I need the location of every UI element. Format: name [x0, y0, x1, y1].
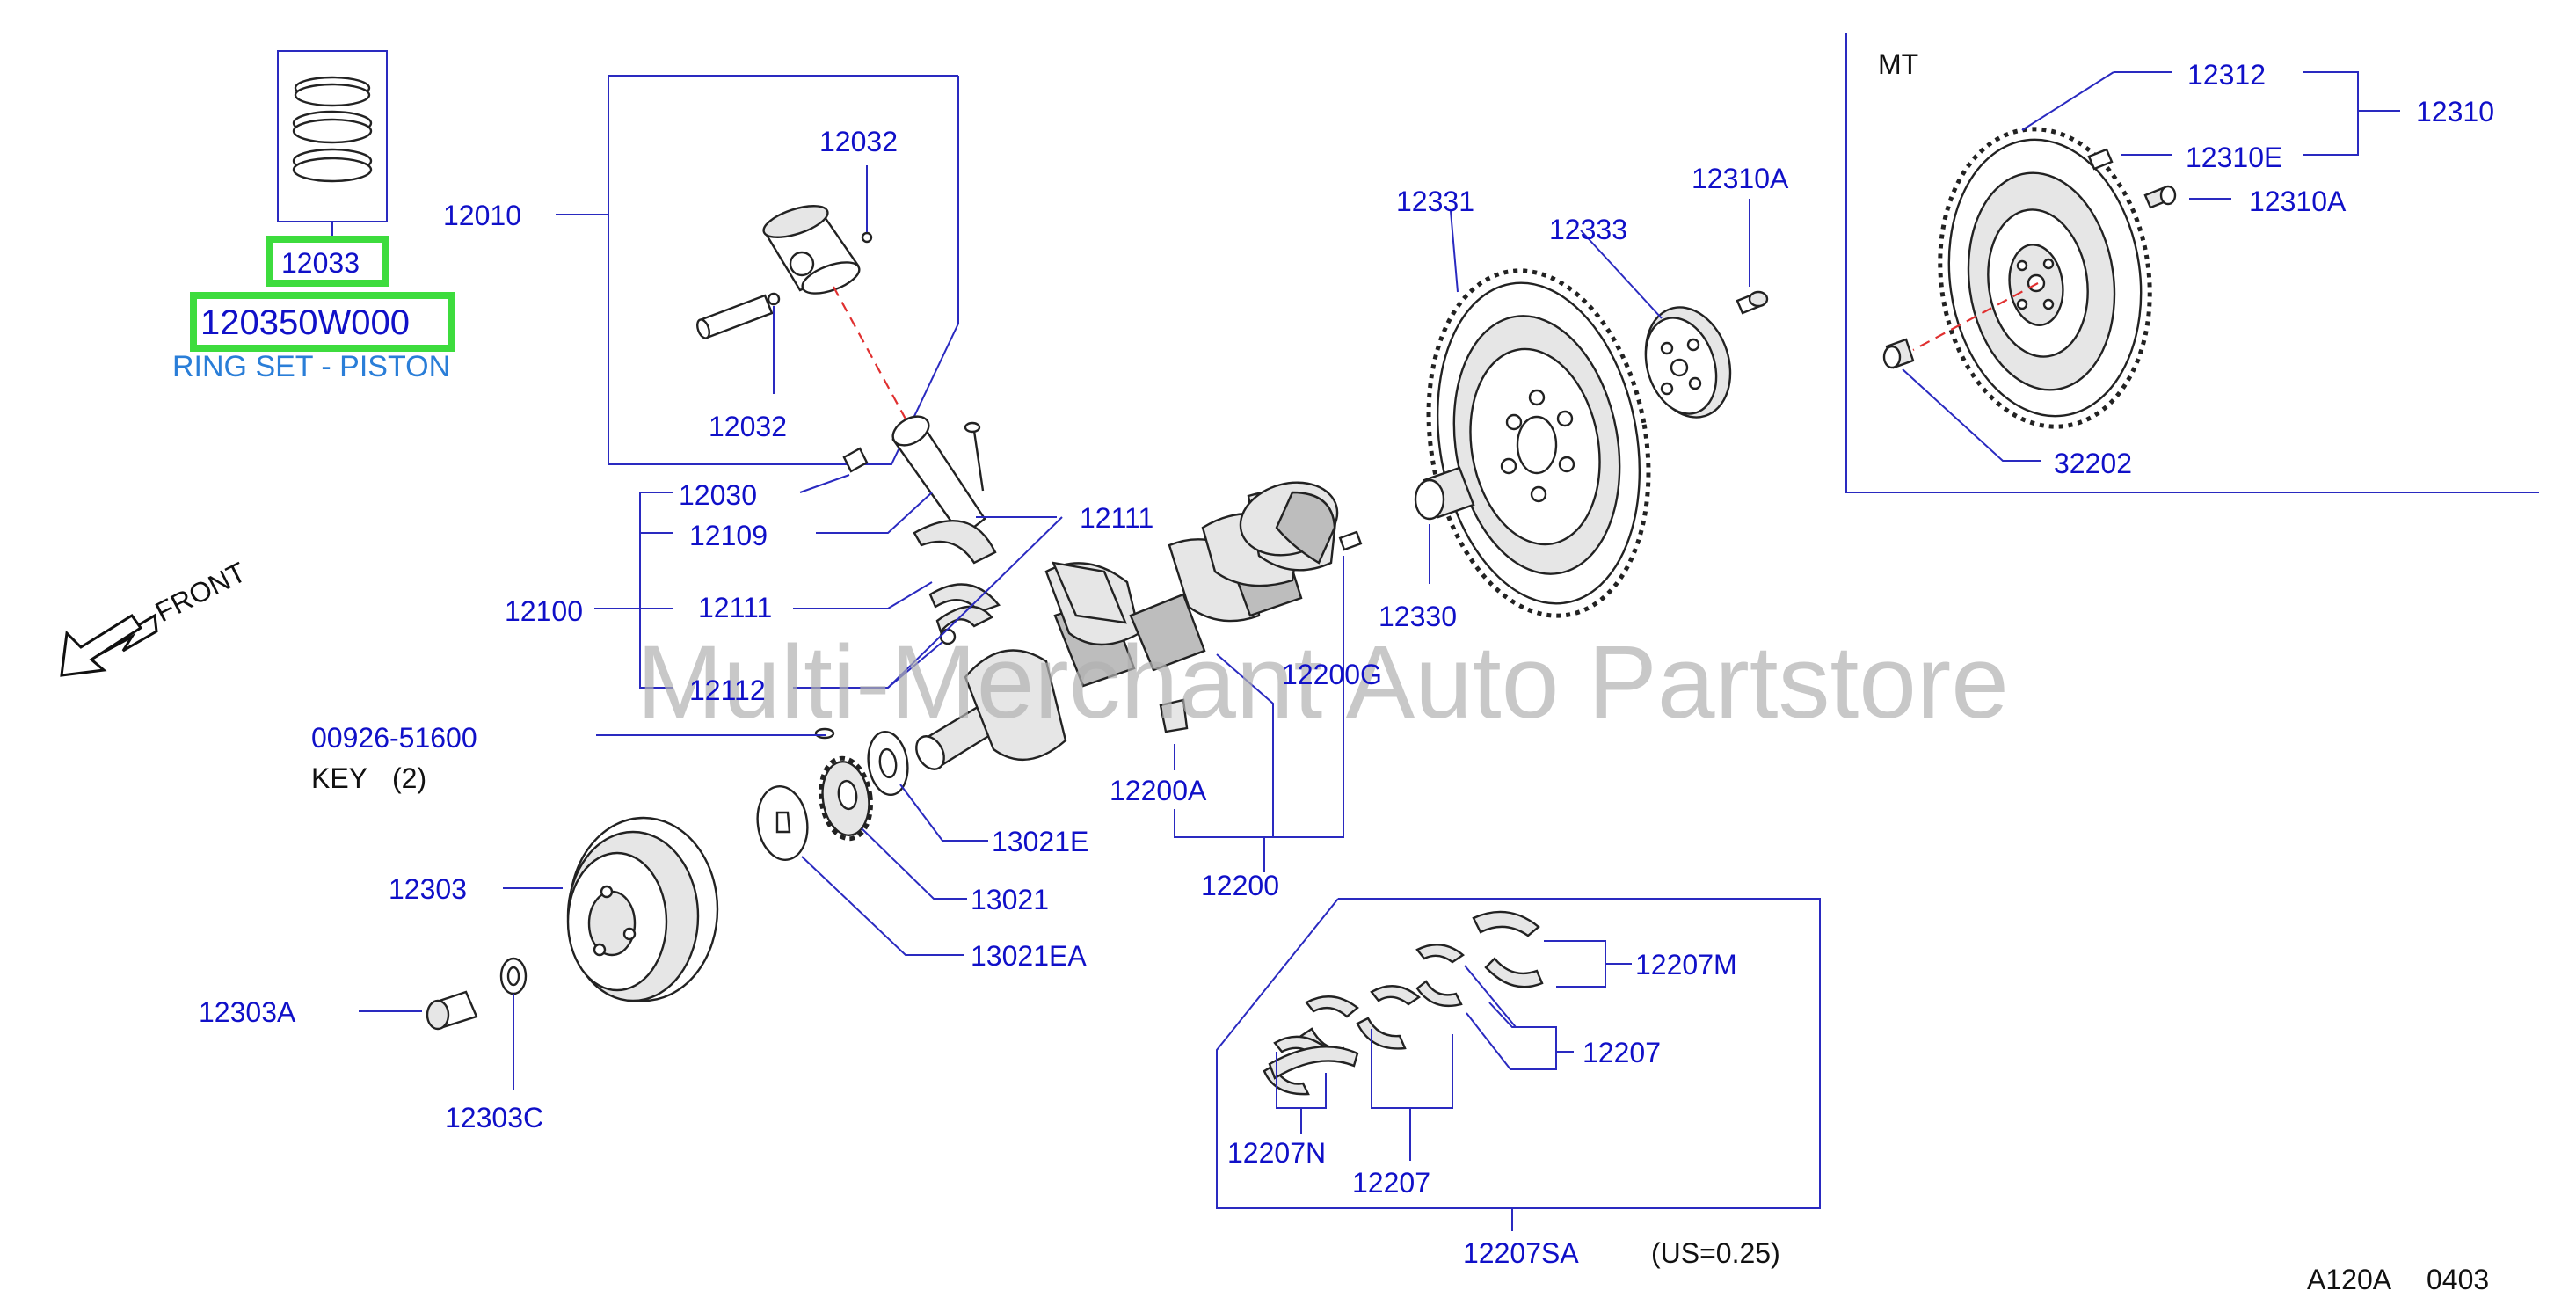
part-12330[interactable]: 12330	[1379, 601, 1457, 632]
front-arrow-icon	[60, 613, 158, 677]
part-12207-bottom[interactable]: 12207	[1352, 1167, 1430, 1199]
us-size-note: (US=0.25)	[1651, 1237, 1780, 1269]
part-12310A-mt[interactable]: 12310A	[2249, 186, 2347, 217]
connecting-rod-illustration	[842, 415, 1001, 645]
part-12310[interactable]: 12310	[2416, 96, 2494, 128]
part-12310E[interactable]: 12310E	[2186, 142, 2282, 173]
piston-pin-illustration	[696, 292, 781, 339]
crank-pulley-illustration	[503, 816, 719, 1002]
part-12033[interactable]: 12033	[281, 247, 360, 279]
front-label: FRONT	[150, 556, 251, 628]
diagram-revision: 0403	[2427, 1264, 2489, 1295]
part-13021E[interactable]: 13021E	[992, 826, 1088, 857]
part-12200A[interactable]: 12200A	[1110, 775, 1207, 806]
pulley-bolt-illustration	[359, 957, 528, 1090]
part-12111-top[interactable]: 12111	[1080, 502, 1153, 534]
part-12207N[interactable]: 12207N	[1227, 1137, 1326, 1169]
crankshaft-callouts	[596, 556, 1344, 872]
timing-gear-illustration	[756, 731, 988, 956]
drive-plate-illustration	[1580, 199, 1769, 419]
part-12032-bottom[interactable]: 12032	[709, 411, 787, 442]
part-12310A[interactable]: 12310A	[1692, 163, 1789, 194]
part-12100[interactable]: 12100	[505, 595, 583, 627]
part-12303C[interactable]: 12303C	[445, 1102, 543, 1134]
diagram-code: A120A	[2307, 1264, 2392, 1295]
part-13021EA[interactable]: 13021EA	[971, 940, 1087, 972]
part-description-ring-set: RING SET - PISTON	[172, 350, 450, 383]
part-12030[interactable]: 12030	[679, 479, 757, 511]
part-12207SA[interactable]: 12207SA	[1463, 1237, 1579, 1269]
part-12032-top[interactable]: 12032	[819, 126, 898, 157]
flywheel-illustration	[1414, 210, 1651, 618]
mt-label: MT	[1878, 48, 1918, 80]
key-label: KEY	[311, 762, 367, 794]
key-quantity: (2)	[392, 762, 426, 794]
part-12200G[interactable]: 12200G	[1282, 659, 1382, 690]
part-12303[interactable]: 12303	[389, 873, 467, 905]
part-12010[interactable]: 12010	[443, 200, 521, 231]
part-12312[interactable]: 12312	[2187, 59, 2266, 91]
part-12111-left[interactable]: 12111	[698, 592, 772, 623]
part-13021[interactable]: 13021	[971, 884, 1049, 915]
part-120350W000[interactable]: 120350W000	[200, 303, 410, 342]
main-bearing-box	[1216, 898, 1821, 1231]
group-12100-bracket	[594, 474, 1063, 689]
highlight-120350W000	[190, 292, 455, 352]
part-12331[interactable]: 12331	[1396, 186, 1474, 217]
part-12207M[interactable]: 12207M	[1635, 949, 1737, 981]
highlight-12033	[266, 236, 389, 287]
part-12303A[interactable]: 12303A	[199, 996, 296, 1028]
part-12207-right[interactable]: 12207	[1583, 1037, 1661, 1068]
crankshaft-illustration	[814, 481, 1363, 770]
part-12200[interactable]: 12200	[1201, 870, 1279, 901]
part-12333[interactable]: 12333	[1549, 214, 1627, 245]
piston-box	[556, 75, 959, 465]
piston-illustration	[762, 205, 873, 295]
part-12109[interactable]: 12109	[689, 520, 768, 551]
part-32202[interactable]: 32202	[2054, 448, 2132, 479]
part-00926-51600[interactable]: 00926-51600	[311, 722, 477, 754]
watermark: Multi-Merchant Auto Partstore	[637, 624, 2009, 740]
mt-box	[1845, 33, 2539, 493]
part-12112[interactable]: 12112	[689, 674, 766, 706]
piston-ring-set-illustration	[277, 50, 388, 243]
